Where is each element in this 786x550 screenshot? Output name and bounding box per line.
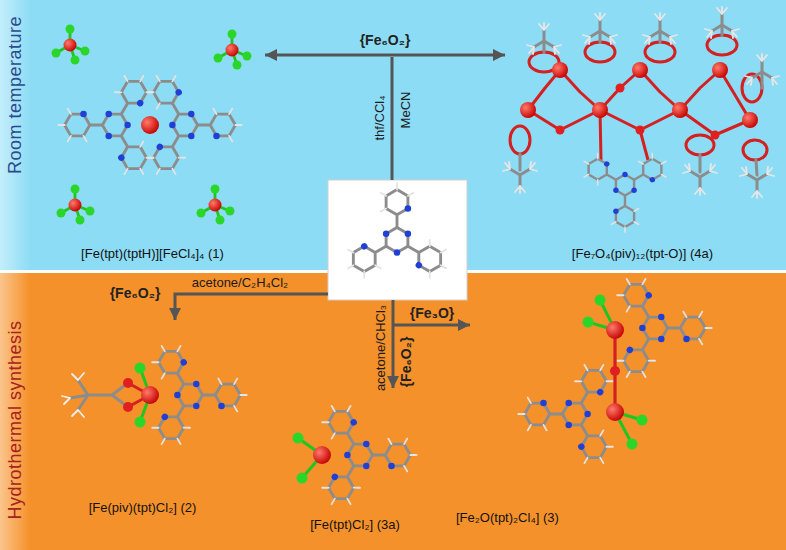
compound-formula: [Fe₂O(tpt)₂Cl₄] (3) [456, 510, 559, 526]
compound-formula: [Fe(tpt)Cl₂] (3a) [310, 517, 400, 533]
condition-label: acetone/C₂H₄Cl₂ [192, 275, 288, 290]
compound-formula: [Fe(tpt)(tptH)][FeCl₄]₄ (1) [81, 246, 224, 262]
condition-label: thf/CCl₄ [372, 95, 387, 140]
reaction-arrow [265, 54, 505, 57]
condition-label: {Fe₆O₂} [398, 337, 414, 388]
condition-label: acetone/CHCl₃ [373, 305, 388, 391]
compound-formula: [Fe₇O₄(piv)₁₂(tpt-O)] (4a) [572, 246, 713, 262]
condition-label: {Fe₃O} [410, 305, 455, 321]
band-region: Room temperature [Fe(tpt)(tptH)][FeCl₄]₄ … [0, 0, 786, 270]
compound-box: [Fe₇O₄(piv)₁₂(tpt-O)] (4a) [505, 8, 780, 266]
compound-box: [Fe₂O(tpt)₂Cl₄] (3) [450, 290, 780, 530]
arrow-label: {Fe₆O₂} [360, 32, 411, 48]
condition-label: {Fe₆O₂} [110, 285, 161, 301]
band-title: Room temperature [5, 16, 25, 174]
compound-box: [Fe(tpt)Cl₂] (3a) [275, 392, 435, 537]
band-title: Hydrothermal synthesis [5, 320, 25, 519]
compound-box: [Fe(tpt)(tptH)][FeCl₄]₄ (1) [40, 8, 265, 266]
condition-label: MeCN [398, 92, 413, 129]
band-region: Hydrothermal synthesis [Fe(piv)(tpt)Cl₂] … [0, 273, 786, 550]
compound-box: [Fe(piv)(tpt)Cl₂] (2) [25, 320, 260, 520]
compound-formula: [Fe(piv)(tpt)Cl₂] (2) [89, 500, 197, 516]
